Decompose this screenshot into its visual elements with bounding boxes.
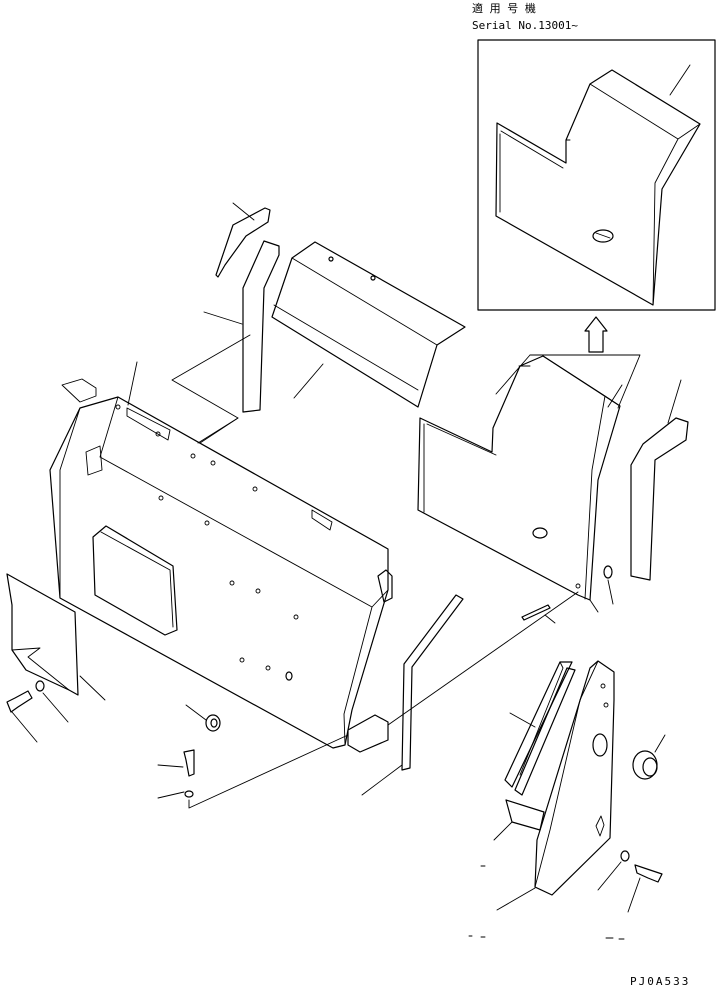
inspection-slot xyxy=(85,445,103,476)
top-cover-plate xyxy=(271,241,466,408)
up-arrow-icon xyxy=(584,316,608,353)
inset-cover-part xyxy=(495,69,701,306)
bottom-bracket xyxy=(347,714,389,753)
lower-right-bracket xyxy=(493,660,615,911)
left-cover-plate xyxy=(6,573,106,701)
top-tab xyxy=(61,378,97,403)
small-clip xyxy=(603,565,614,605)
panel-hole xyxy=(532,527,548,539)
center-washer xyxy=(157,734,349,809)
right-grommet xyxy=(632,734,666,780)
side-hook xyxy=(377,569,393,603)
left-bolt xyxy=(6,690,38,743)
inset-frame xyxy=(477,39,716,311)
narrow-side-plate xyxy=(171,240,280,444)
small-pad xyxy=(505,799,545,831)
inset-detail xyxy=(477,39,716,311)
right-bolt xyxy=(627,864,663,913)
center-bolt xyxy=(157,749,195,777)
callout-bracket xyxy=(495,354,641,409)
housing-window xyxy=(92,525,178,636)
small-rod xyxy=(521,604,556,624)
drawing-code: PJ0A533 xyxy=(630,975,690,988)
right-cover-panel xyxy=(417,355,623,613)
right-washer xyxy=(597,850,630,891)
inset-hole xyxy=(592,229,614,243)
serial-number-label: Serial No.13001~ xyxy=(472,19,578,32)
inset-leader xyxy=(669,64,691,96)
main-housing xyxy=(49,361,393,753)
bracket-hole xyxy=(592,733,608,757)
applicability-label: 適 用 号 機 xyxy=(472,1,536,15)
bracket-seal-strips xyxy=(504,661,576,796)
grommet xyxy=(185,704,221,732)
top-bracket-plate xyxy=(215,202,271,278)
left-washer xyxy=(35,680,69,723)
right-narrow-plate xyxy=(630,379,689,581)
long-seal-strip xyxy=(361,591,579,796)
